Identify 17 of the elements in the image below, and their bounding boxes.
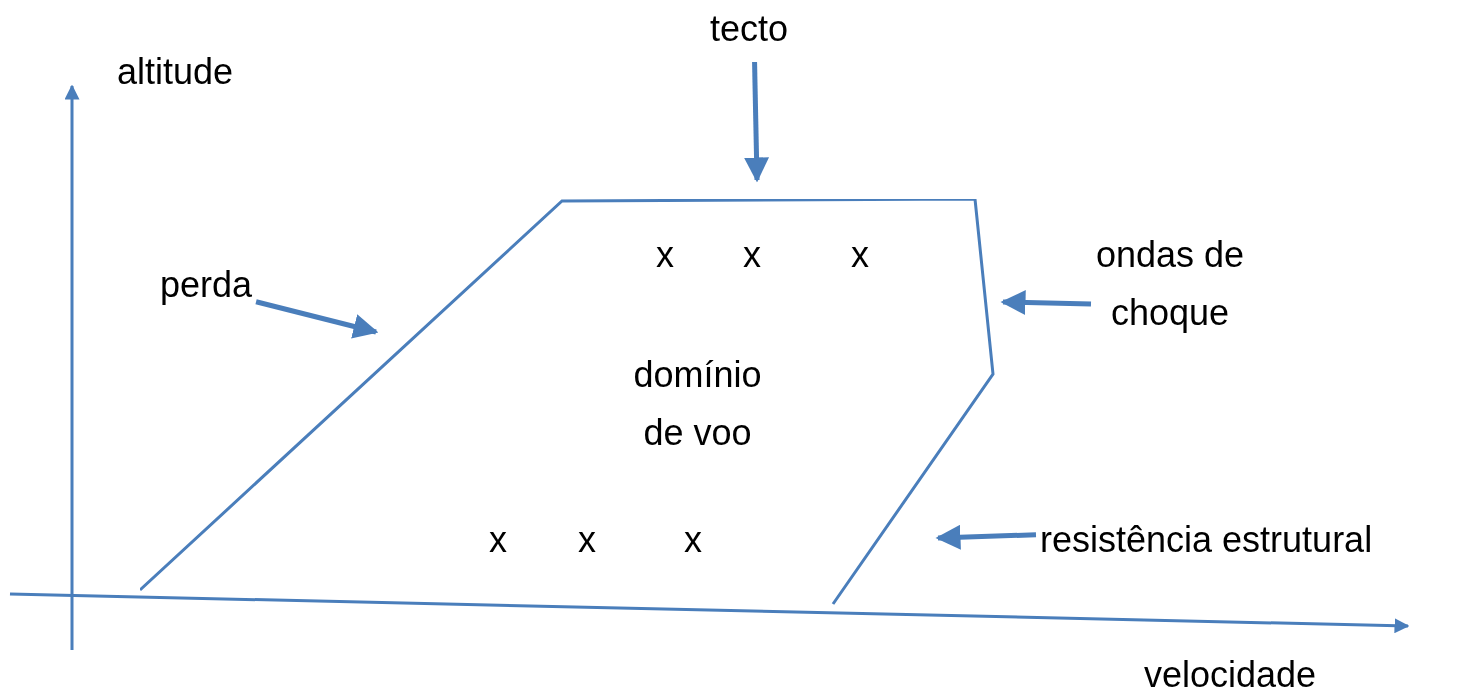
boundary-label: tecto <box>710 0 789 58</box>
point-mark: x <box>578 518 596 562</box>
point-mark: x <box>684 518 702 562</box>
arrow <box>744 61 770 183</box>
boundary-label: resistência estrutural <box>1040 511 1373 569</box>
point-mark: x <box>743 233 761 277</box>
point-mark: x <box>489 518 507 562</box>
point-mark: x <box>656 233 674 277</box>
point-mark: x <box>851 233 869 277</box>
arrow <box>1000 290 1092 315</box>
arrow <box>935 524 1037 550</box>
boundary-label: perda <box>160 256 253 314</box>
boundary-label: ondas de choque <box>1095 226 1245 400</box>
axis-label: velocidade <box>1143 653 1317 697</box>
region-label: domínio de voo <box>632 353 763 455</box>
axis-label: altitude <box>116 50 234 94</box>
arrow <box>255 299 379 339</box>
